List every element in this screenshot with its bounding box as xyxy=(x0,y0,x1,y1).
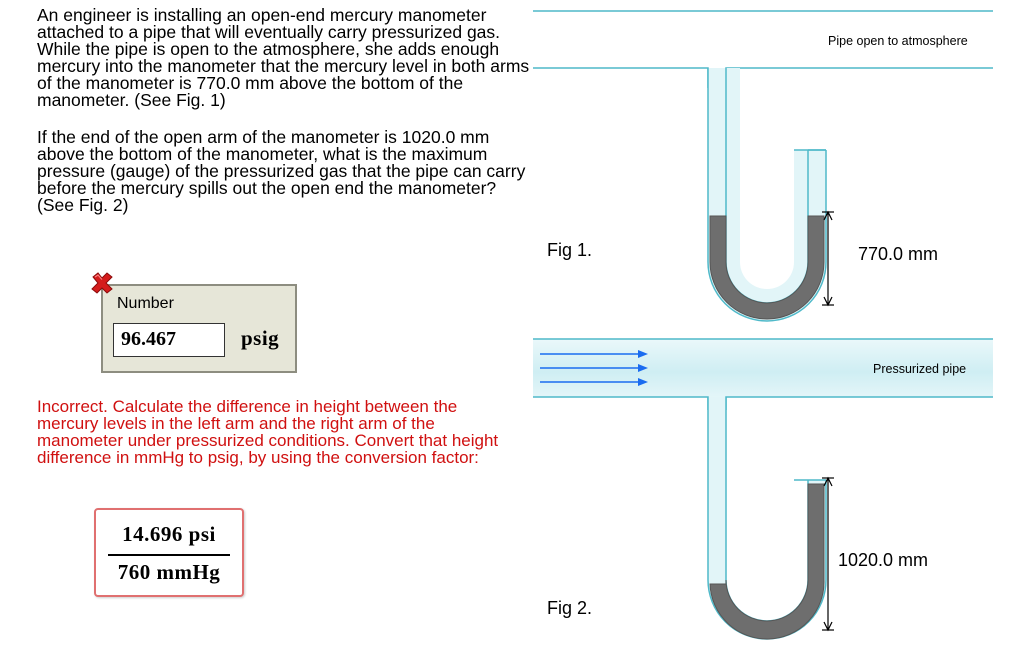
answer-input[interactable]: 96.467 xyxy=(113,323,225,357)
fig1-manometer xyxy=(707,68,834,322)
fig2-pipe-label: Pressurized pipe xyxy=(873,362,967,376)
fig1-dimension-label: 770.0 mm xyxy=(858,244,939,264)
problem-paragraph-2: If the end of the open arm of the manome… xyxy=(37,127,526,215)
problem-paragraph-1: An engineer is installing an open-end me… xyxy=(37,5,530,110)
fig2-manometer xyxy=(707,397,834,640)
problem-statement: An engineer is installing an open-end me… xyxy=(37,5,532,234)
fraction-bar xyxy=(108,554,230,556)
incorrect-x-icon xyxy=(91,272,113,294)
fig1-pipe-label: Pipe open to atmosphere xyxy=(828,34,968,48)
fig2-dimension-label: 1020.0 mm xyxy=(838,550,929,570)
conversion-numerator: 14.696 psi xyxy=(122,522,216,546)
fig1-pipe xyxy=(533,10,993,88)
answer-unit: psig xyxy=(241,326,280,350)
flow-arrows xyxy=(540,350,648,386)
fig1-mercury xyxy=(709,215,825,320)
answer-box: Number 96.467 psig xyxy=(101,284,297,373)
answer-label: Number xyxy=(117,295,174,312)
conversion-denominator: 760 mmHg xyxy=(117,560,221,584)
fig2-mercury xyxy=(709,483,825,640)
feedback-message: Incorrect. Calculate the difference in h… xyxy=(37,397,499,467)
conversion-factor-box: 14.696 psi 760 mmHg xyxy=(94,508,244,597)
fig1-label: Fig 1. xyxy=(547,240,593,260)
fig2-label: Fig 2. xyxy=(547,598,593,618)
